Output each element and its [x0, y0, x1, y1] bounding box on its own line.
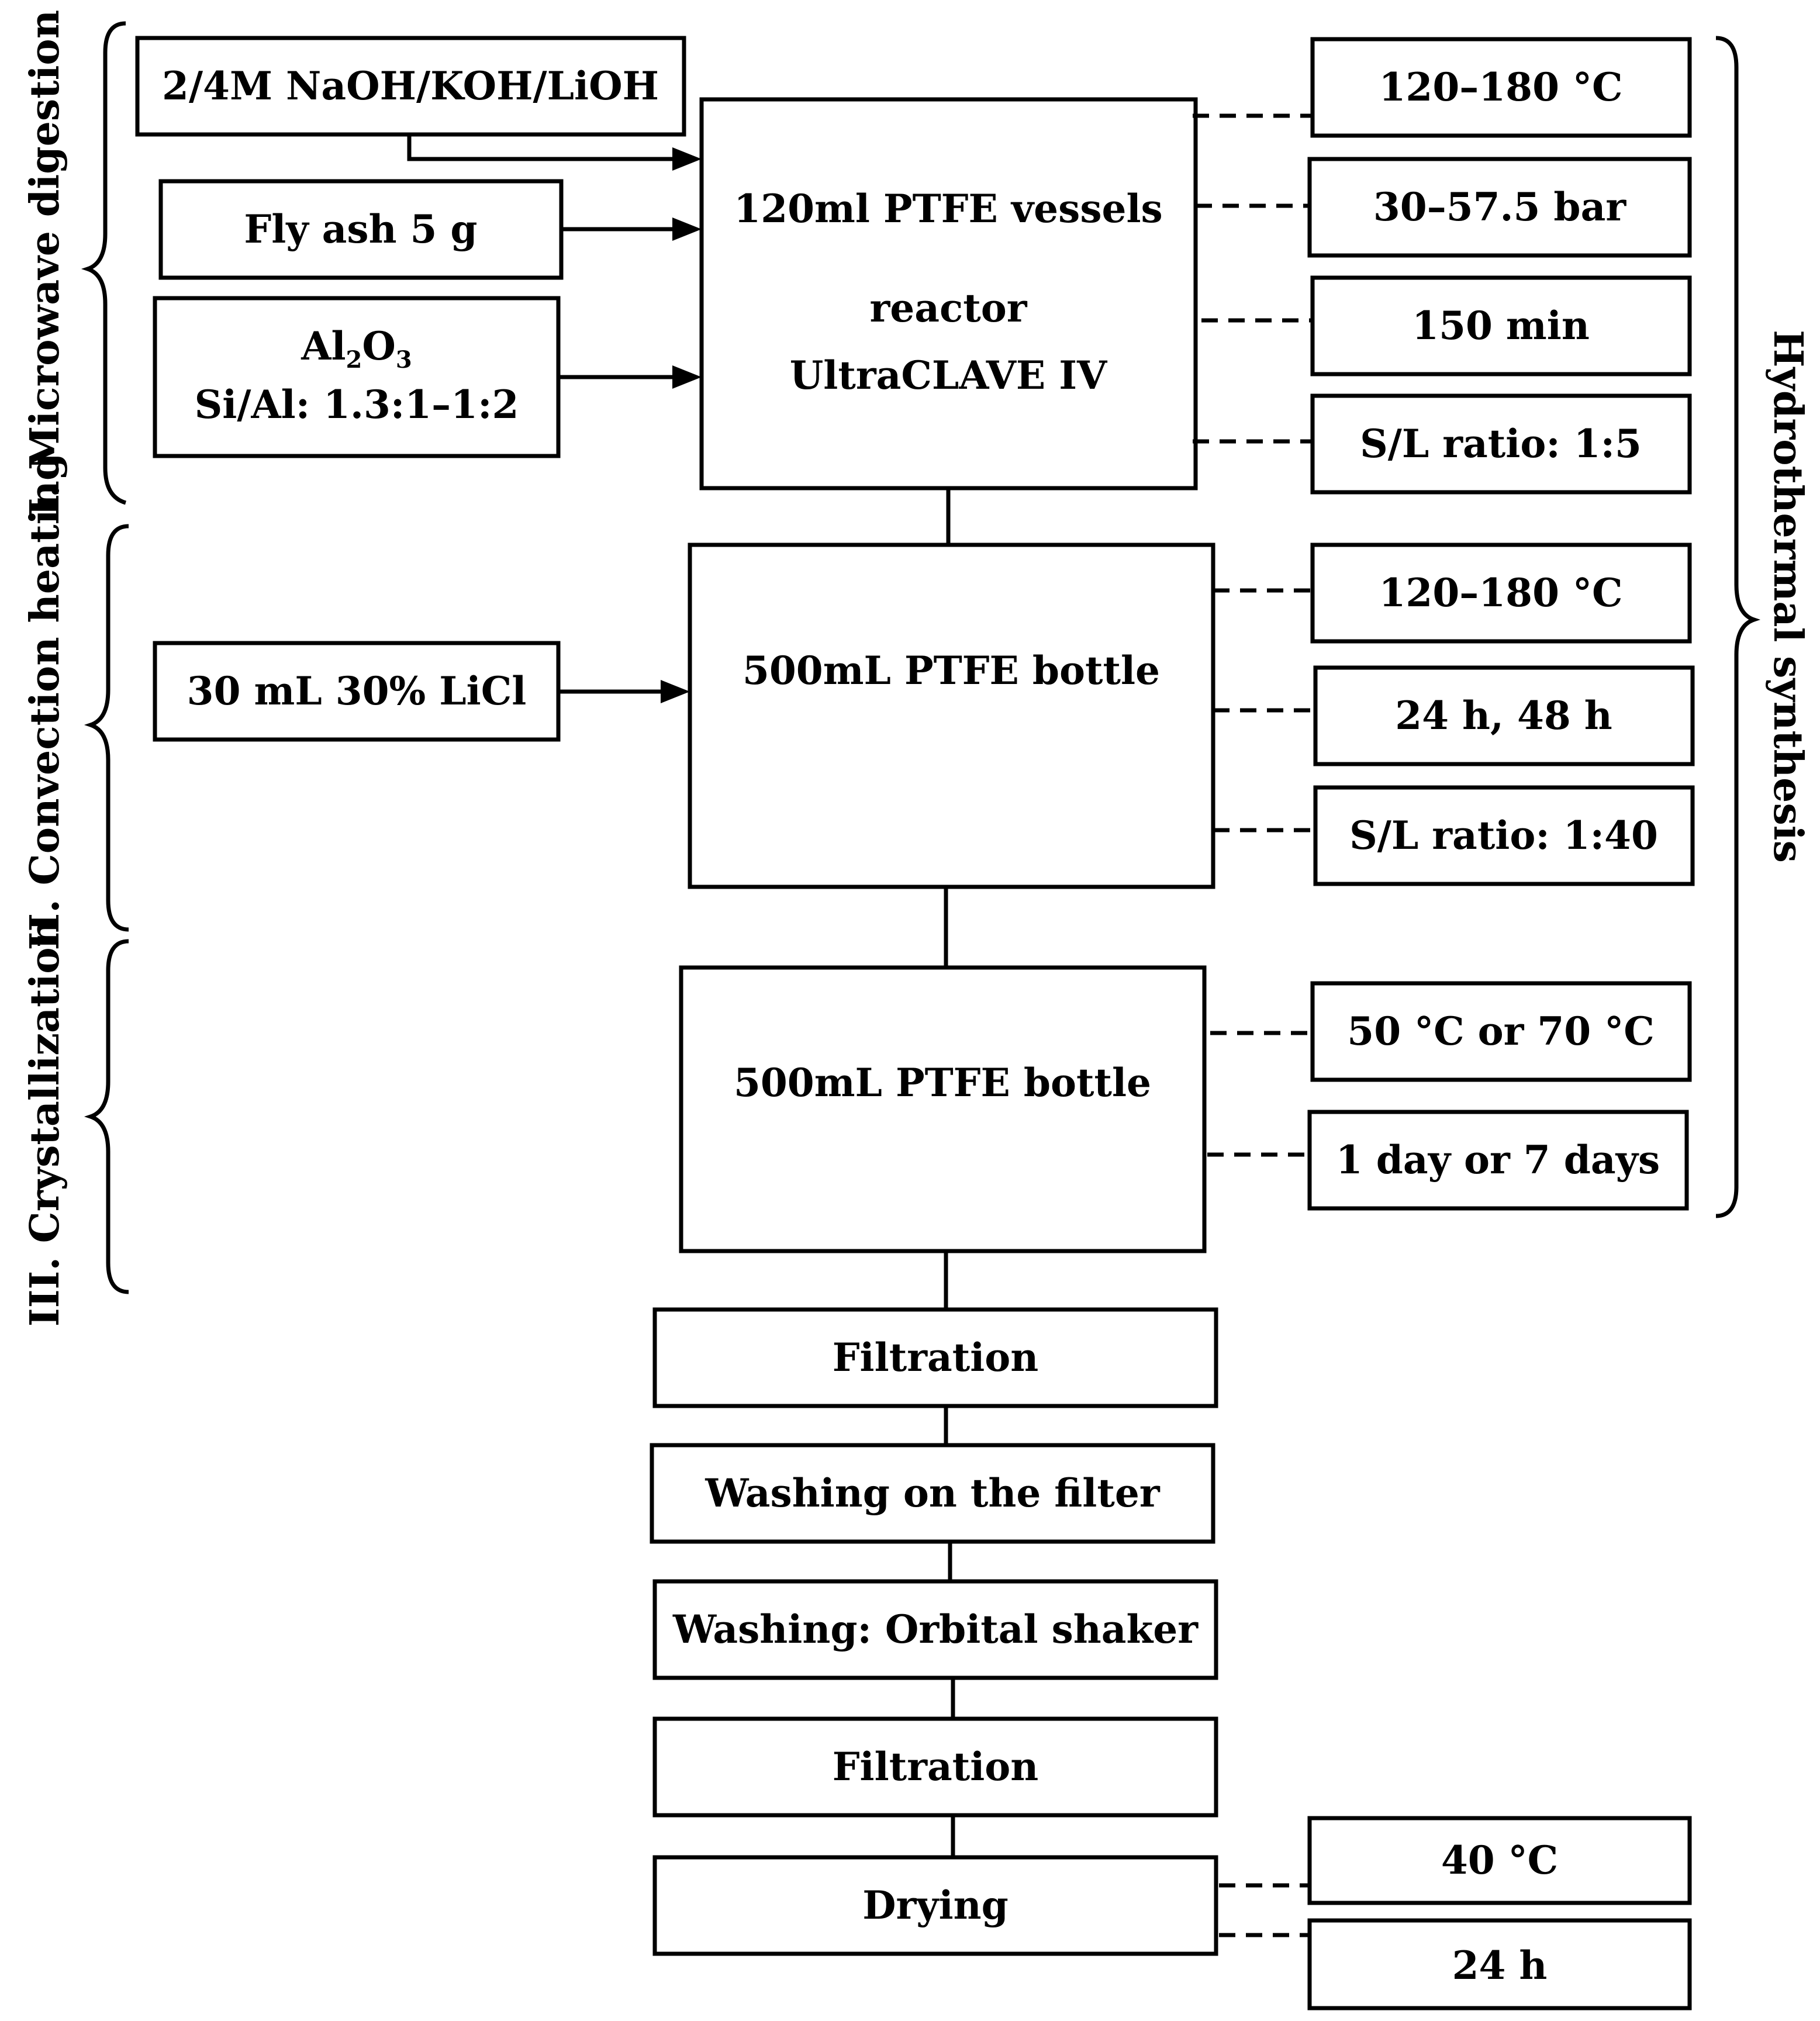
reactor-param1-text: 120–180 °C: [1379, 64, 1622, 110]
si-al-ratio-text: Si/Al: 1.3:1–1:2: [195, 382, 519, 427]
step-orbital-shaker-box: [652, 1579, 1218, 1680]
bottle1-param2-text: 24 h, 48 h: [1395, 693, 1612, 738]
stage2-label: II. Convection heating: [22, 453, 68, 951]
alkali-arrowhead: [672, 147, 702, 171]
bottle2-param1-text: 50 °C or 70 °C: [1347, 1008, 1654, 1054]
step-orbital-shaker-text: Washing: Orbital shaker: [672, 1607, 1199, 1652]
hydrothermal-label: Hydrothermal synthesis: [1764, 330, 1811, 863]
alumina-box: [153, 296, 561, 458]
fly-ash-box: [158, 179, 564, 280]
drying-param1-text: 40 °C: [1441, 1837, 1558, 1883]
bottle1-param1-box: [1310, 543, 1692, 644]
reactor-box: [699, 97, 1198, 490]
stage3-label: III. Crystallization: [22, 918, 68, 1326]
alkali-arrow-line: [407, 136, 672, 161]
alumina-arrowhead: [672, 365, 702, 389]
bottle1-param3-text: S/L ratio: 1:40: [1349, 813, 1658, 858]
licl-arrowhead: [661, 680, 690, 703]
drying-param1-box: [1307, 1816, 1692, 1905]
bottle1-param1-text: 120–180 °C: [1379, 570, 1622, 616]
reactor-param2-box: [1307, 157, 1692, 258]
reactor-param3-box: [1310, 275, 1692, 376]
bottle1-param2-box: [1313, 665, 1695, 766]
alkali-text: 2/4M NaOH/KOH/LiOH: [162, 63, 659, 109]
step-drying-box: [652, 1855, 1218, 1956]
bottle2-box: [679, 965, 1207, 1253]
stage3-brace: [84, 939, 129, 1294]
reactor-param1-box: [1310, 37, 1692, 138]
step-filtration-1-text: Filtration: [833, 1335, 1039, 1380]
bottle1-label: 500mL PTFE bottle: [742, 648, 1160, 693]
step-washing-filter-box: [650, 1443, 1215, 1544]
stage1-brace: [81, 21, 127, 505]
alkali-box: [135, 36, 686, 137]
alumina-formula: Al2O3: [301, 323, 412, 374]
reactor-line1: 120ml PTFE vessels: [734, 186, 1162, 232]
fly-ash-arrowhead: [672, 217, 702, 241]
reactor-param4-text: S/L ratio: 1:5: [1360, 421, 1642, 467]
bottle1-box: [688, 543, 1215, 889]
reactor-line2: reactor: [870, 285, 1028, 331]
step-filtration-2-text: Filtration: [833, 1744, 1039, 1789]
step-washing-filter-text: Washing on the filter: [704, 1470, 1160, 1516]
fly-ash-text: Fly ash 5 g: [244, 206, 477, 252]
bottle2-param2-text: 1 day or 7 days: [1336, 1137, 1660, 1183]
reactor-param3-text: 150 min: [1412, 303, 1590, 348]
step-drying-text: Drying: [862, 1882, 1009, 1928]
licl-box: [153, 641, 561, 742]
step-filtration-1-box: [652, 1307, 1218, 1408]
bottle2-label: 500mL PTFE bottle: [734, 1060, 1151, 1105]
reactor-line3: UltraCLAVE IV: [790, 353, 1108, 398]
stage2-brace: [84, 524, 129, 932]
hydrothermal-brace: [1715, 36, 1761, 1218]
bottle1-param3-box: [1313, 785, 1695, 886]
licl-text: 30 mL 30% LiCl: [187, 668, 527, 714]
drying-param2-box: [1307, 1918, 1692, 2010]
drying-param2-text: 24 h: [1452, 1943, 1548, 1988]
reactor-param2-text: 30–57.5 bar: [1373, 184, 1626, 230]
step-filtration-2-box: [652, 1716, 1218, 1818]
bottle2-param1-box: [1310, 981, 1692, 1082]
stage1-label: I. Microwave digestion: [22, 10, 68, 516]
bottle2-param2-box: [1307, 1110, 1689, 1211]
reactor-param4-box: [1310, 393, 1692, 495]
